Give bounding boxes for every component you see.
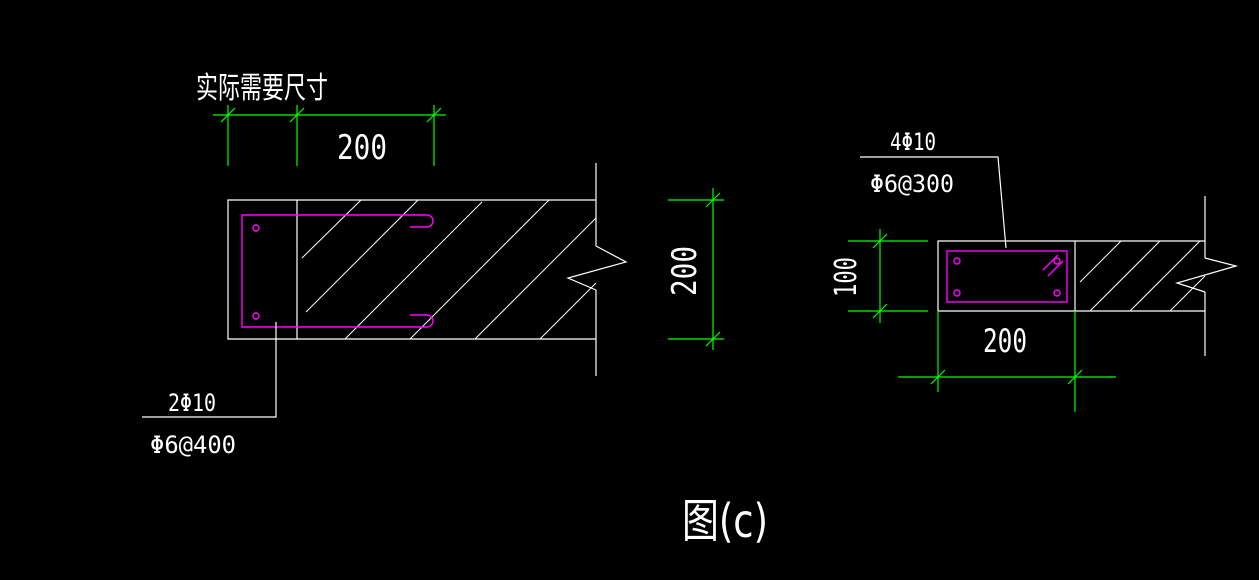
left-side-dimension (668, 188, 724, 350)
right-hatch (1079, 240, 1206, 312)
left-leader (142, 322, 277, 418)
right-bottom-dimension-text: 200 (983, 322, 1027, 360)
right-outline (937, 196, 1239, 356)
left-rebar-stirrup: Φ6@400 (150, 431, 236, 459)
left-hatch (301, 199, 597, 340)
figure-label: 图(c) (682, 494, 768, 548)
right-rebar-main: 4Φ10 (890, 128, 936, 156)
left-rebar (241, 214, 434, 328)
left-side-dimension-text: 200 (665, 246, 705, 296)
left-top-caption: 实际需要尺寸 (196, 71, 328, 106)
left-outline (227, 163, 628, 376)
right-bottom-dimension (898, 311, 1116, 412)
left-detail: 实际需要尺寸 200 2Φ1 (142, 71, 724, 459)
right-leader (860, 156, 1007, 249)
right-side-dimension (848, 229, 928, 323)
left-rebar-main: 2Φ10 (168, 389, 216, 417)
right-rebar-stirrup: Φ6@300 (870, 170, 954, 198)
right-rebar (946, 250, 1068, 303)
right-side-dimension-text: 100 (829, 257, 864, 297)
right-detail: 4Φ10 Φ6@300 (829, 128, 1239, 412)
left-top-dimension-text: 200 (337, 128, 387, 168)
left-top-dimension (213, 105, 446, 166)
